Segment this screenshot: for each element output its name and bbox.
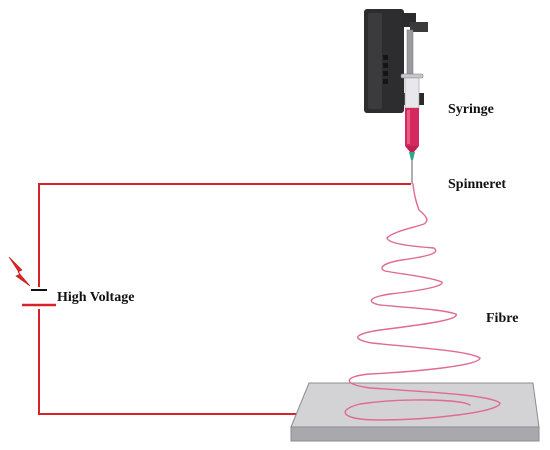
lightning-bolt-icon xyxy=(8,256,31,287)
wire-top xyxy=(38,183,411,287)
fibre-label: Fibre xyxy=(486,311,518,326)
collector-plate xyxy=(290,382,540,442)
fibre-spiral xyxy=(344,183,501,421)
syringe-label: Syringe xyxy=(448,102,494,117)
circuit xyxy=(22,183,411,415)
spinneret-label: Spinneret xyxy=(448,177,506,192)
high-voltage-label: High Voltage xyxy=(57,290,134,305)
wire-bottom xyxy=(38,309,300,415)
syringe-pump-icon xyxy=(364,9,428,184)
